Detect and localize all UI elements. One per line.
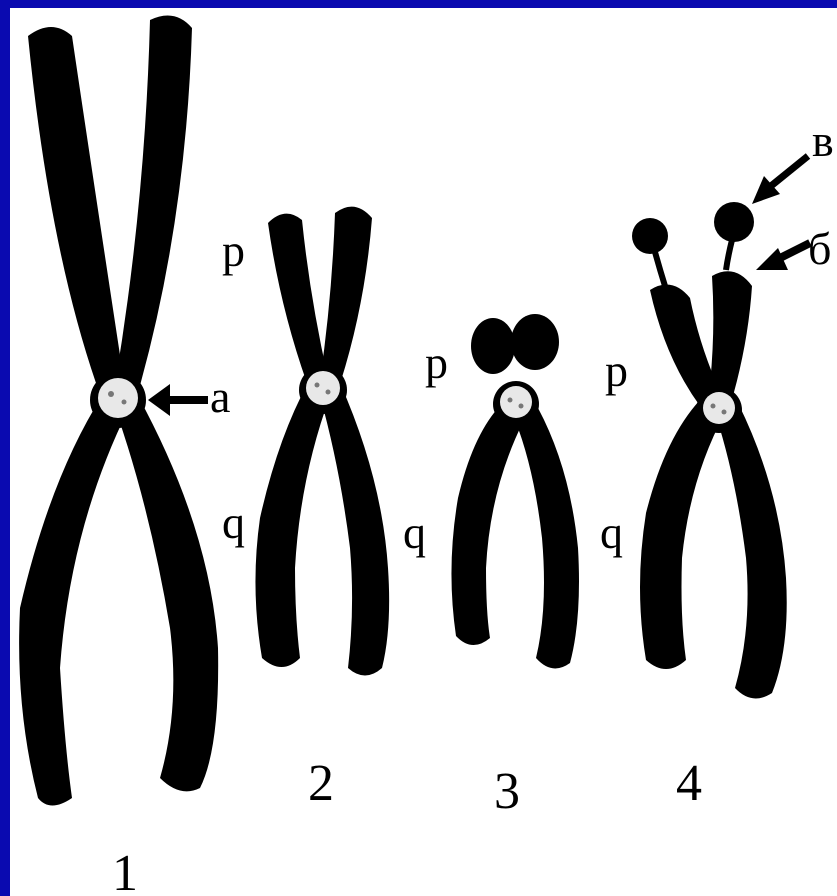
chromosome-4-centromere-core bbox=[703, 392, 735, 424]
chromosome-1-arm-upper-right bbox=[114, 16, 192, 404]
label-p-chromosome-2: p bbox=[222, 225, 245, 276]
label-q-chromosome-3: q bbox=[403, 507, 426, 558]
centromere-speckle bbox=[508, 398, 513, 403]
centromere-speckle bbox=[315, 383, 320, 388]
chromosome-2 bbox=[255, 207, 389, 676]
chromosome-1-arm-lower-left bbox=[19, 396, 128, 806]
arrow-v-shaft bbox=[766, 156, 808, 190]
chromosome-4-satellite-right bbox=[714, 202, 754, 242]
chromosome-3-arm-lower-left bbox=[451, 408, 524, 645]
number-4: 4 bbox=[676, 755, 702, 812]
label-p-chromosome-4: p bbox=[605, 345, 628, 396]
chromosome-1 bbox=[19, 16, 218, 806]
chromosome-4 bbox=[632, 202, 787, 698]
chromosome-3 bbox=[451, 314, 579, 668]
chromosome-4-satellite-left bbox=[632, 218, 668, 254]
label-a: а bbox=[210, 371, 230, 422]
chromosome-2-centromere-core bbox=[306, 371, 340, 405]
chromosome-4-satellite-stalk-left bbox=[655, 252, 665, 286]
chromosome-3-centromere-core bbox=[500, 386, 532, 418]
chromosome-2-arm-upper-left bbox=[268, 214, 328, 386]
chromosome-1-arm-lower-right bbox=[115, 396, 218, 791]
arrow-a-head bbox=[148, 384, 170, 416]
label-v: в bbox=[812, 115, 834, 166]
number-1: 1 bbox=[112, 845, 138, 896]
chromosome-1-centromere-core bbox=[98, 378, 138, 418]
centromere-speckle bbox=[519, 404, 524, 409]
centromere-speckle bbox=[722, 410, 727, 415]
chromosome-types-diagram: а в б p q p q p q 1 2 3 4 bbox=[10, 8, 837, 896]
label-q-chromosome-2: q bbox=[222, 497, 245, 548]
chromosome-3-short-arm-right bbox=[511, 314, 559, 370]
label-q-chromosome-4: q bbox=[600, 507, 623, 558]
centromere-speckle bbox=[122, 400, 127, 405]
number-2: 2 bbox=[308, 755, 334, 812]
chromosome-4-arm-lower-right bbox=[716, 403, 787, 698]
label-p-chromosome-3: p bbox=[425, 337, 448, 388]
centromere-speckle bbox=[326, 390, 331, 395]
chromosome-4-satellite-stalk-right bbox=[726, 240, 732, 270]
chromosome-2-arm-lower-left bbox=[255, 383, 330, 667]
centromere-speckle bbox=[711, 404, 716, 409]
label-b: б bbox=[808, 223, 831, 274]
centromere-speckle bbox=[108, 391, 114, 397]
chromosome-4-arm-lower-left bbox=[640, 400, 725, 669]
chromosome-3-arm-lower-right bbox=[515, 408, 579, 668]
diagram-panel: а в б p q p q p q 1 2 3 4 bbox=[10, 8, 837, 896]
chromosome-1-arm-upper-left bbox=[28, 27, 125, 400]
chromosome-3-short-arm-left bbox=[471, 318, 515, 374]
chromosome-2-arm-lower-right bbox=[320, 383, 389, 676]
number-3: 3 bbox=[494, 763, 520, 820]
chromosome-2-arm-upper-right bbox=[320, 207, 372, 390]
